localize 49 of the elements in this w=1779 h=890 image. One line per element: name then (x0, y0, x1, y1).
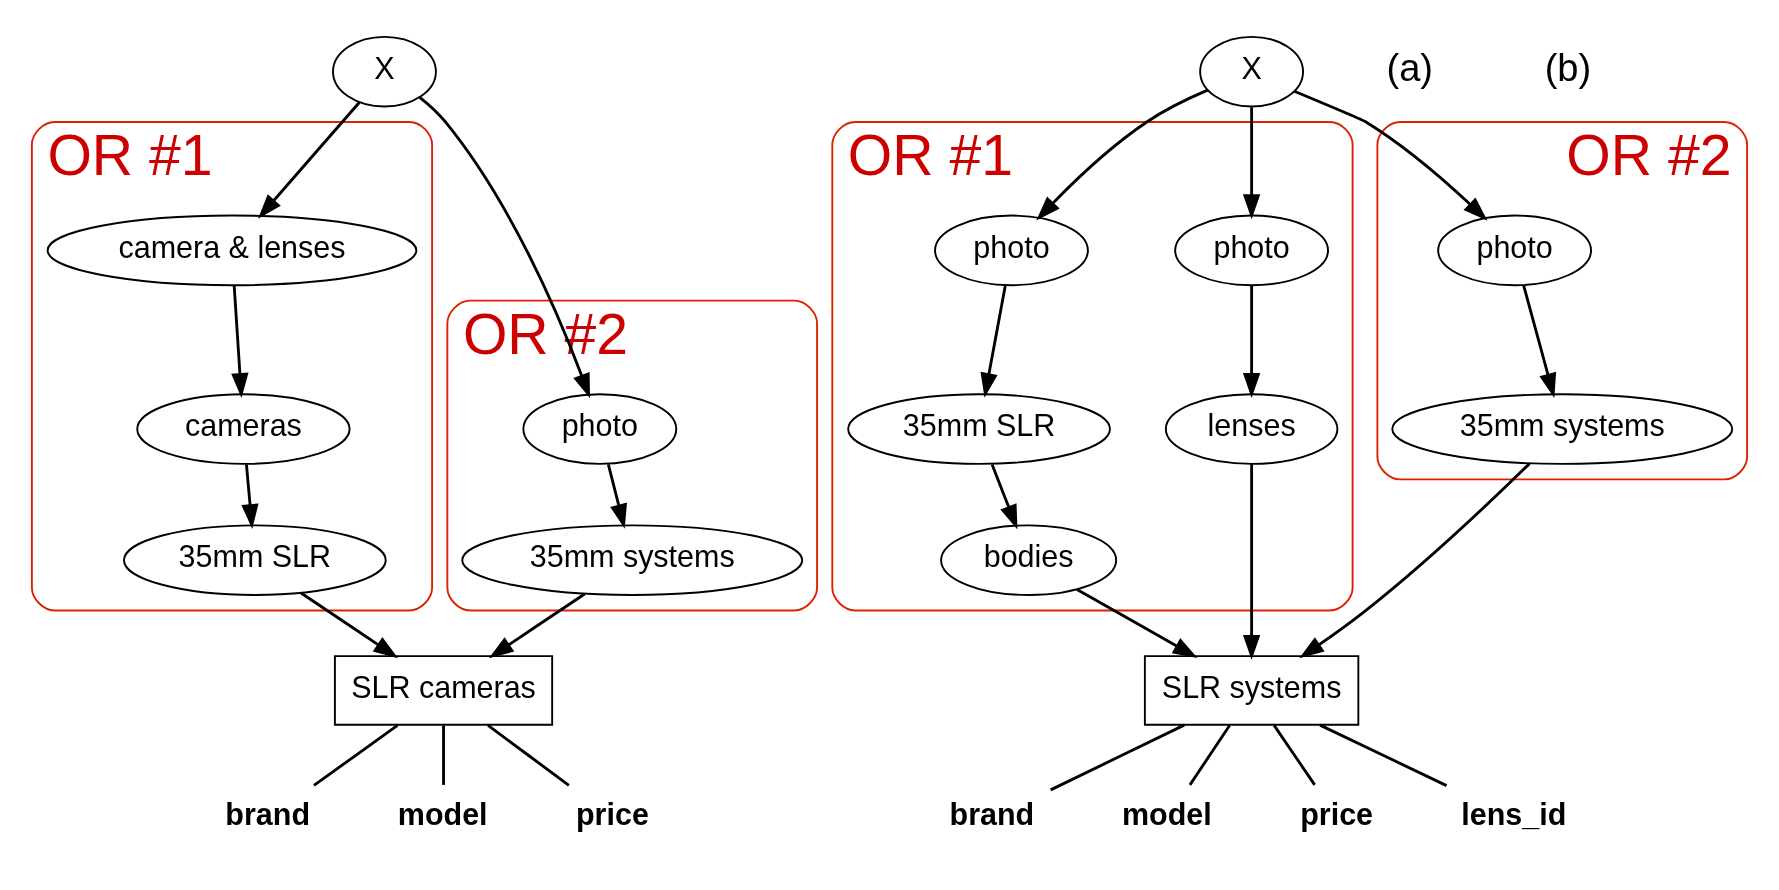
node-text: brand (225, 796, 311, 831)
node-ellipse: 35mm SLR (123, 523, 387, 596)
node-ellipse: photo (1174, 214, 1329, 286)
arrow (258, 101, 361, 219)
arrow (231, 285, 249, 398)
connector (442, 724, 445, 785)
arrow (606, 463, 627, 529)
node-text: price (1300, 796, 1374, 831)
arrow (1299, 462, 1531, 658)
arrow (300, 591, 399, 658)
arrow (488, 592, 586, 658)
node-box: SLR systems (1143, 654, 1360, 726)
node-text: model (397, 796, 488, 831)
node-ellipse: 35mm SLR (847, 392, 1111, 465)
arrow (980, 285, 1007, 398)
arrow (241, 463, 259, 529)
arrow (1242, 106, 1261, 219)
node-ellipse: 35mm systems (461, 523, 804, 596)
arrow (1242, 285, 1261, 398)
connector (1050, 723, 1185, 791)
arrow (1522, 284, 1557, 398)
arrow (1076, 587, 1198, 658)
node-ellipse: photo (934, 214, 1089, 286)
label: (b) (1544, 46, 1592, 89)
node-ellipse: 35mm systems (1391, 392, 1734, 465)
node-text: price (575, 796, 649, 831)
node-box: SLR cameras (333, 654, 554, 726)
arrow (990, 463, 1018, 529)
node-ellipse: bodies (940, 523, 1118, 596)
node-ellipse: cameras (136, 392, 351, 465)
node-text: model (1122, 796, 1212, 831)
node-ellipse: photo (1437, 214, 1592, 286)
label: (a) (1386, 46, 1434, 89)
connector (1272, 724, 1316, 786)
node-ellipse: X (332, 35, 437, 107)
node-ellipse: camera & lenses (46, 214, 418, 286)
arrow (1242, 463, 1261, 660)
arrow (418, 95, 591, 398)
node-text: lens_id (1461, 796, 1567, 831)
connector (313, 723, 399, 786)
arrow (1036, 88, 1209, 221)
connector (1188, 724, 1231, 786)
connector (1319, 723, 1448, 787)
node-ellipse: photo (522, 392, 678, 465)
arrow (1293, 89, 1488, 221)
connector (487, 723, 570, 786)
node-text: brand (949, 796, 1035, 831)
node-ellipse: X (1199, 35, 1305, 107)
node-ellipse: lenses (1164, 392, 1339, 465)
